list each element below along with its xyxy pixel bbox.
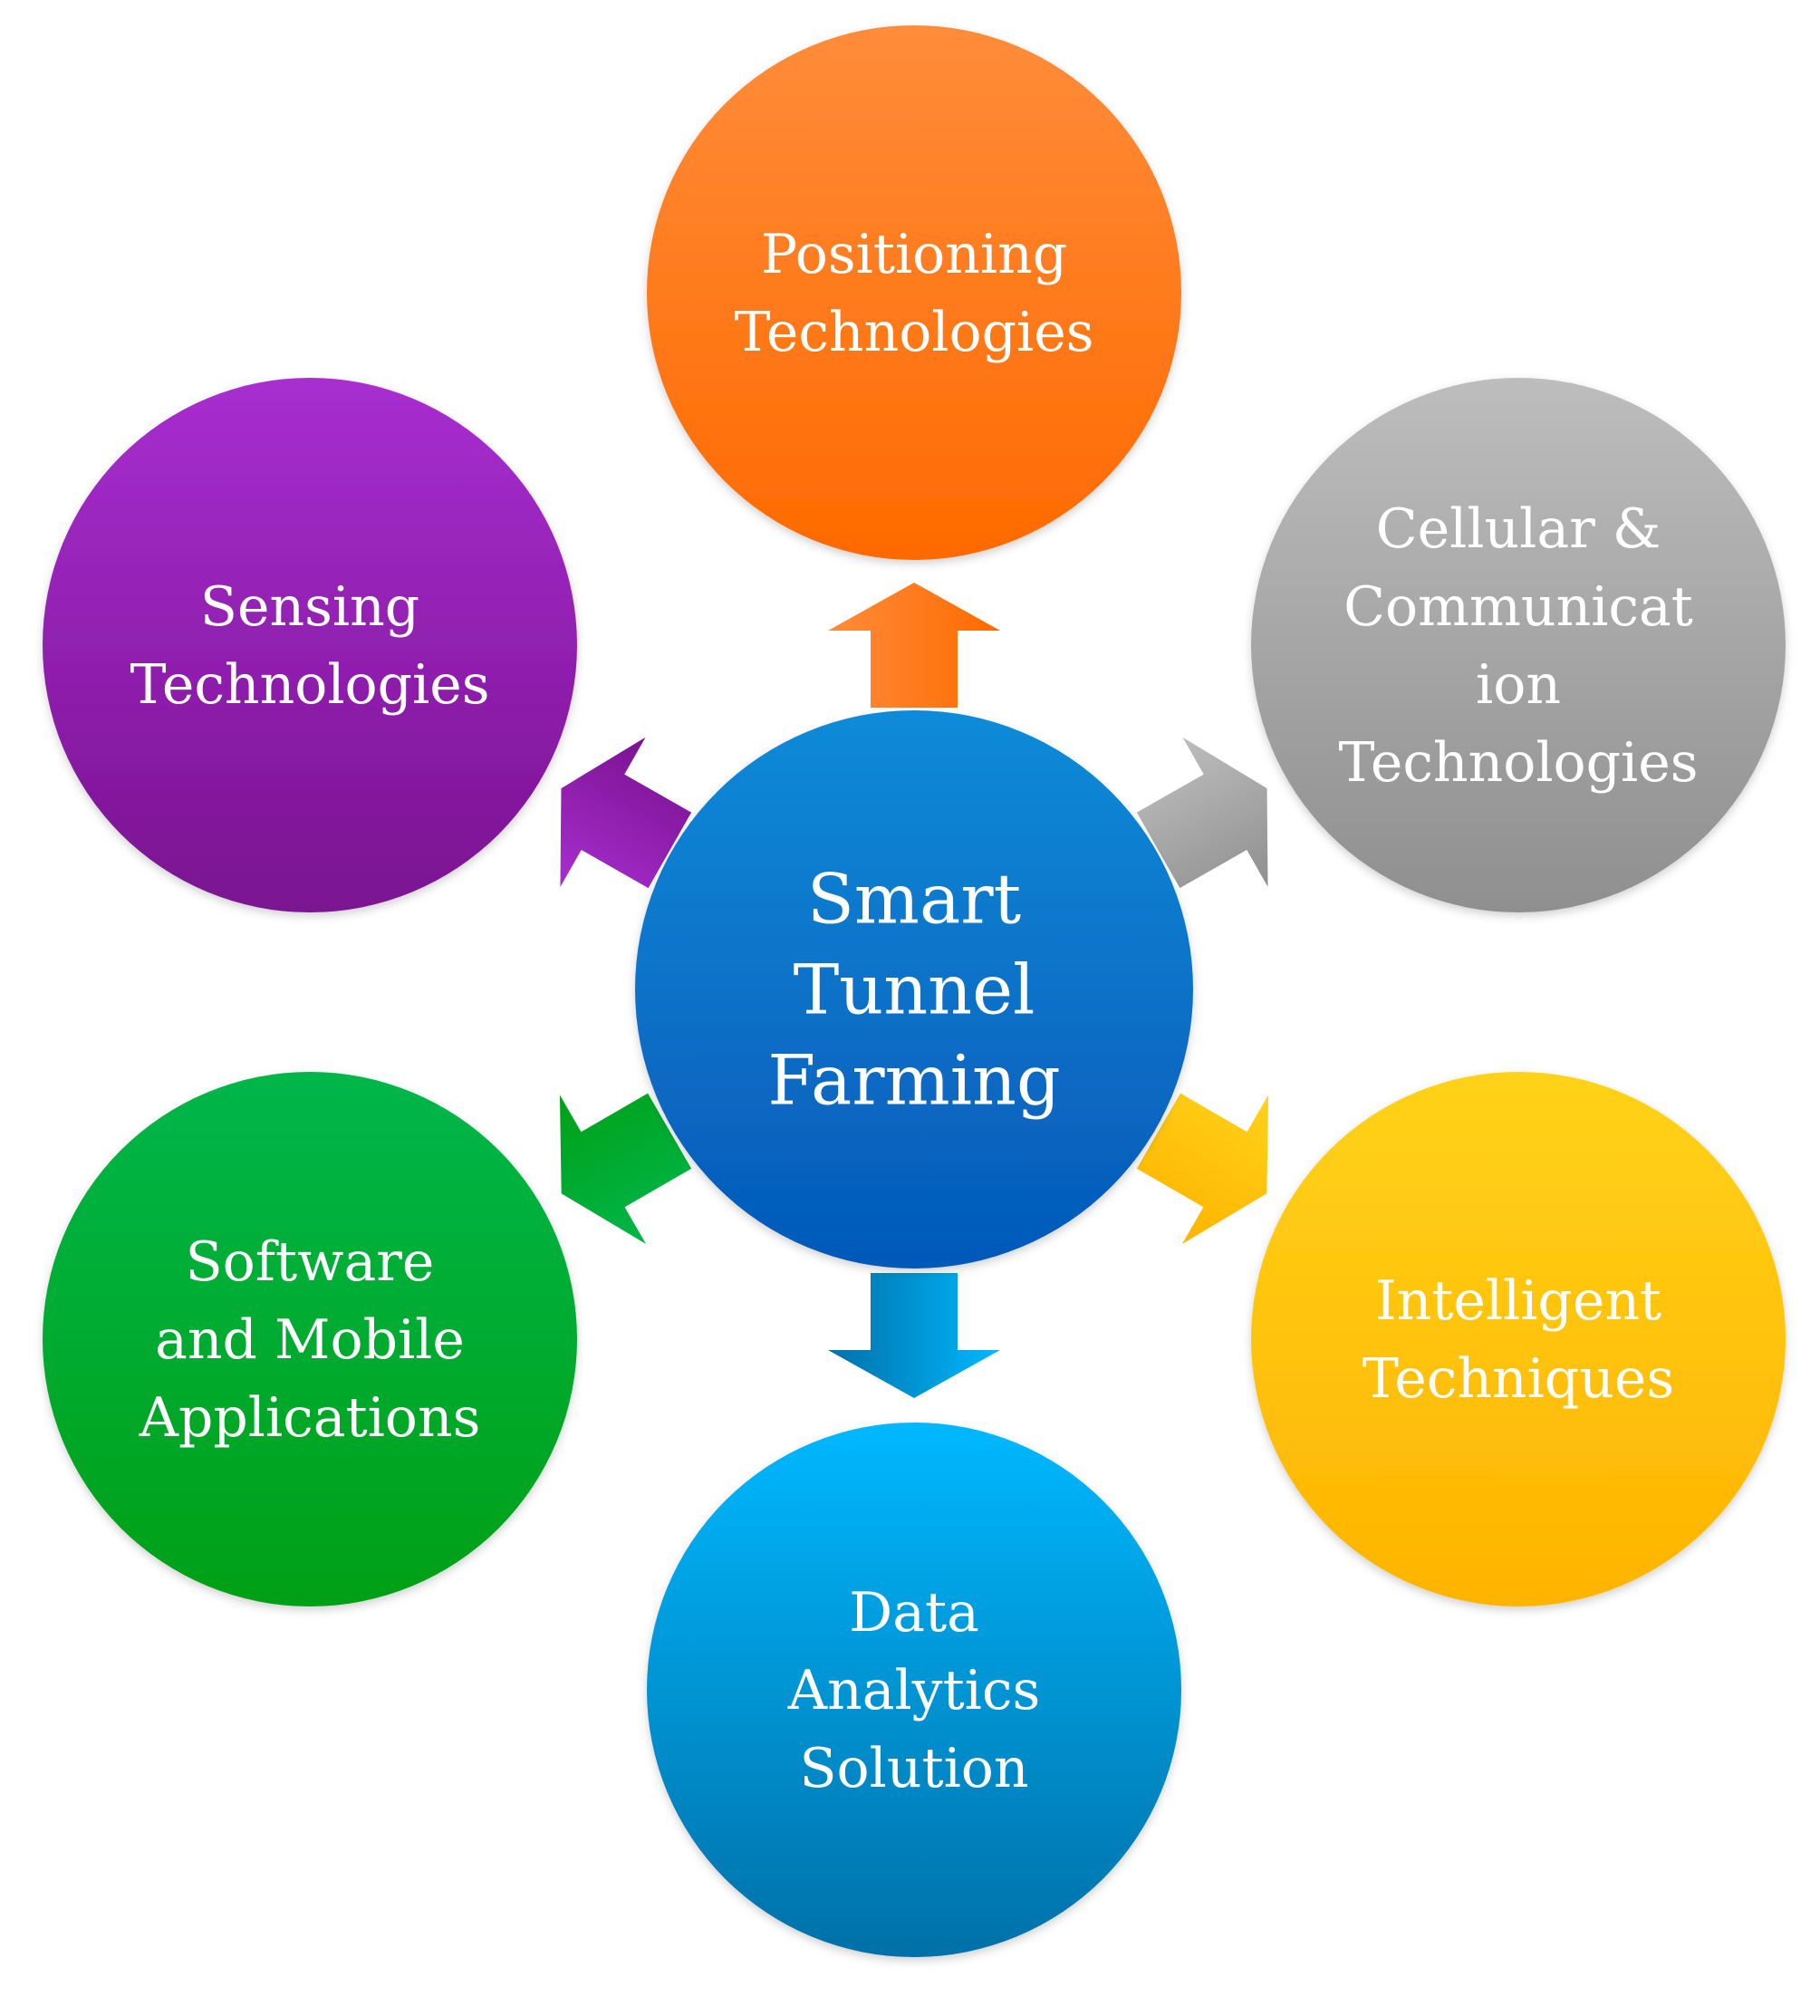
node-center-label-line: Tunnel xyxy=(794,950,1035,1030)
arrow-to-positioning xyxy=(828,583,1000,708)
node-software-label-line: and Mobile xyxy=(155,1308,465,1372)
arrows-layer xyxy=(559,583,1269,1398)
node-cellular-circle xyxy=(1251,378,1786,912)
node-sensing-circle xyxy=(43,378,577,912)
node-center-label-line: Smart xyxy=(807,859,1021,940)
node-data-analytics-circle xyxy=(647,1423,1181,1957)
node-intelligent-label-line: Techniques xyxy=(1363,1347,1674,1411)
node-intelligent-circle xyxy=(1251,1072,1786,1606)
node-data-analytics-label-line: Solution xyxy=(799,1737,1028,1800)
node-center-label-line: Farming xyxy=(767,1040,1060,1121)
node-sensing-label-line: Technologies xyxy=(130,653,489,717)
node-cellular-label-line: Cellular & xyxy=(1376,497,1661,561)
node-cellular-label-line: Communicat xyxy=(1343,575,1693,639)
arrow-to-sensing xyxy=(560,737,692,889)
node-software-label-line: Software xyxy=(186,1230,435,1294)
arrow-to-software xyxy=(559,1093,692,1244)
node-software-circle xyxy=(43,1072,577,1606)
arrow-to-data-analytics xyxy=(828,1273,1000,1398)
arrow-to-cellular xyxy=(1136,737,1268,889)
node-data-analytics-label-line: Data xyxy=(849,1581,979,1645)
node-intelligent-label-line: Intelligent xyxy=(1375,1269,1661,1333)
node-positioning-label-line: Technologies xyxy=(734,301,1093,364)
node-positioning-label-line: Positioning xyxy=(761,223,1067,286)
node-sensing-label-line: Sensing xyxy=(200,575,419,639)
node-software-label-line: Applications xyxy=(139,1386,481,1450)
node-data-analytics-label-line: Analytics xyxy=(787,1659,1041,1722)
node-positioning-circle xyxy=(647,25,1181,560)
node-cellular-label-line: ion xyxy=(1476,653,1561,717)
node-cellular-label-line: Technologies xyxy=(1338,731,1698,795)
arrow-to-intelligent xyxy=(1136,1093,1269,1244)
node-center-circle xyxy=(635,710,1193,1268)
